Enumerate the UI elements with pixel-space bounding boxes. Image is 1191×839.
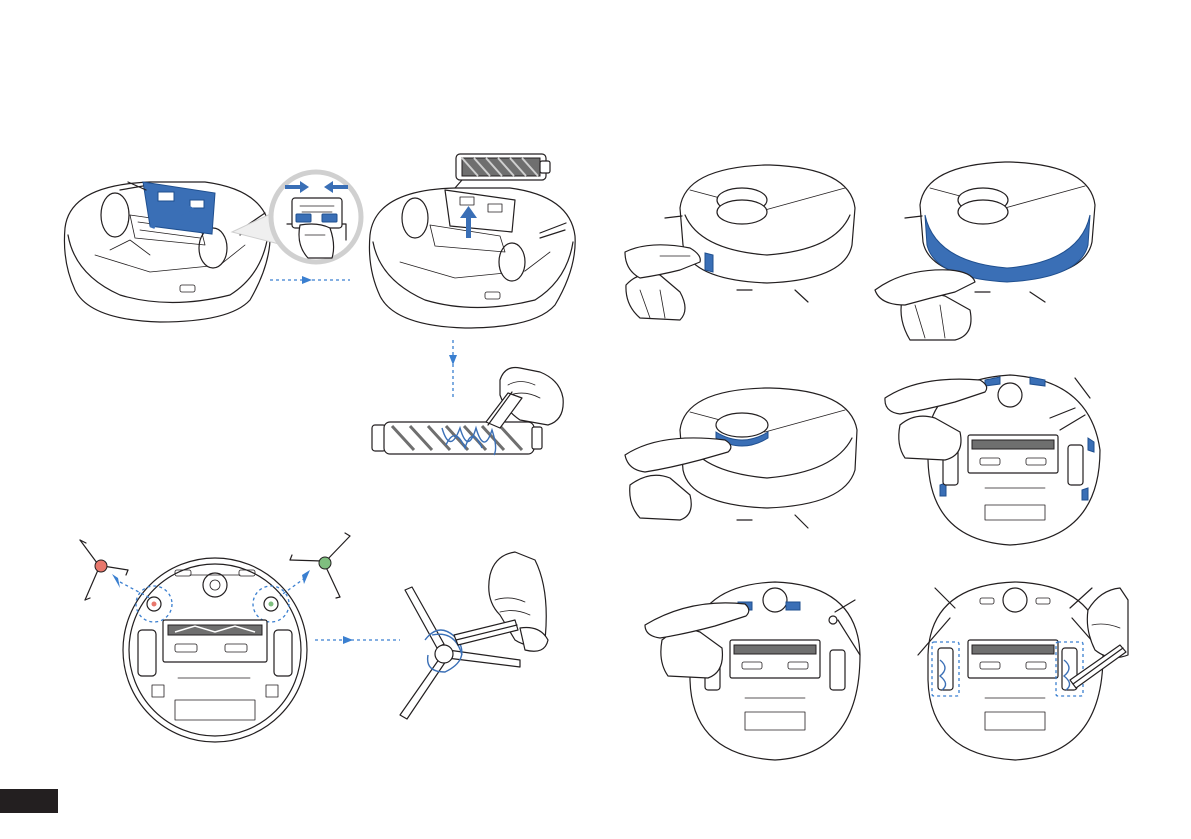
hand-icon bbox=[489, 552, 548, 651]
robot-bottom-side-brushes bbox=[123, 558, 307, 742]
robot-front-sensors bbox=[665, 165, 855, 302]
hand-icon bbox=[875, 270, 975, 305]
main-brush-cleaning bbox=[372, 422, 542, 455]
page-number-tab bbox=[0, 789, 58, 813]
dotted-arrow-icon bbox=[449, 340, 457, 398]
scissors-icon bbox=[454, 620, 518, 645]
side-brush-right-removed bbox=[280, 533, 350, 598]
dotted-arrow-icon bbox=[315, 636, 400, 644]
hand-icon bbox=[625, 245, 700, 278]
robot-top-open-guard bbox=[64, 182, 270, 322]
cloth-icon bbox=[630, 475, 692, 520]
side-brush-left-removed bbox=[80, 540, 150, 600]
main-brush-removed bbox=[456, 154, 550, 180]
robot-bottom-wheels bbox=[918, 582, 1103, 760]
cloth-icon bbox=[626, 274, 685, 320]
robot-top-remove-brush bbox=[369, 180, 575, 328]
dotted-arrow-icon bbox=[270, 276, 350, 284]
